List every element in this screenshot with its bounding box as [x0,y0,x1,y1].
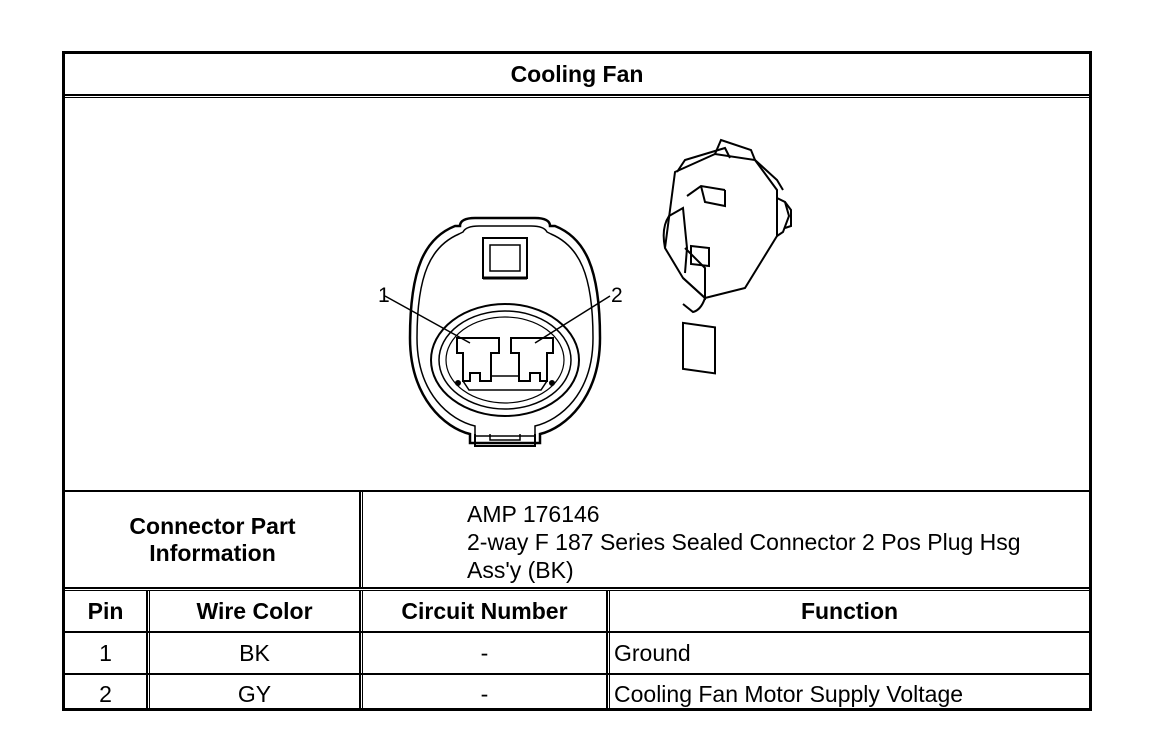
header-pin: Pin [87,597,124,624]
table-row-1-wire-color: BK [239,639,270,666]
table-top-border-inner [65,590,1089,591]
table-row-1-function: Ground [614,639,691,666]
sheet-title: Cooling Fan [510,60,644,87]
part-info-line: Ass'y (BK) [467,557,574,583]
col-divider-circuit [606,591,608,711]
part-info-line: AMP 176146 [467,501,600,527]
connector-sheet: Cooling Fan [62,51,1092,711]
row-divider [65,673,1089,675]
table-row-2-circuit: - [480,680,489,707]
part-divider [359,492,361,589]
figure-divider [65,490,1089,492]
table-row-2-pin: 2 [99,680,112,707]
callout-1: 1 [378,284,390,307]
part-label-line1: Connector Part [129,512,296,539]
col-divider-wire [359,591,361,711]
col-divider-pin-inner [149,591,150,711]
col-divider-circuit-inner [609,591,610,711]
header-function: Function [800,597,899,624]
table-row-2-function: Cooling Fan Motor Supply Voltage [614,680,964,707]
connector-iso-icon [662,138,792,375]
connector-part-label: Connector Part Information [65,493,360,586]
connector-part-info: AMP 176146 2-way F 187 Series Sealed Con… [467,500,1021,584]
connector-figure: 1 2 [65,98,1089,490]
connector-face-icon [384,216,611,447]
connector-drawing: 1 2 [378,138,792,447]
table-row-1-circuit: - [480,639,489,666]
col-divider-wire-inner [362,591,363,711]
header-circuit-number: Circuit Number [401,597,568,624]
title-divider-inner [65,97,1089,98]
header-divider [65,631,1089,633]
callout-2: 2 [611,284,623,307]
col-divider-pin [146,591,148,711]
title-divider [65,94,1089,96]
table-row-1-pin: 1 [99,639,112,666]
table-top-border [65,587,1089,589]
part-label-line2: Information [149,539,276,566]
header-wire-color: Wire Color [196,597,313,624]
part-divider-inner [362,492,363,589]
table-row-2-wire-color: GY [237,680,272,707]
part-info-line: 2-way F 187 Series Sealed Connector 2 Po… [467,529,1021,555]
